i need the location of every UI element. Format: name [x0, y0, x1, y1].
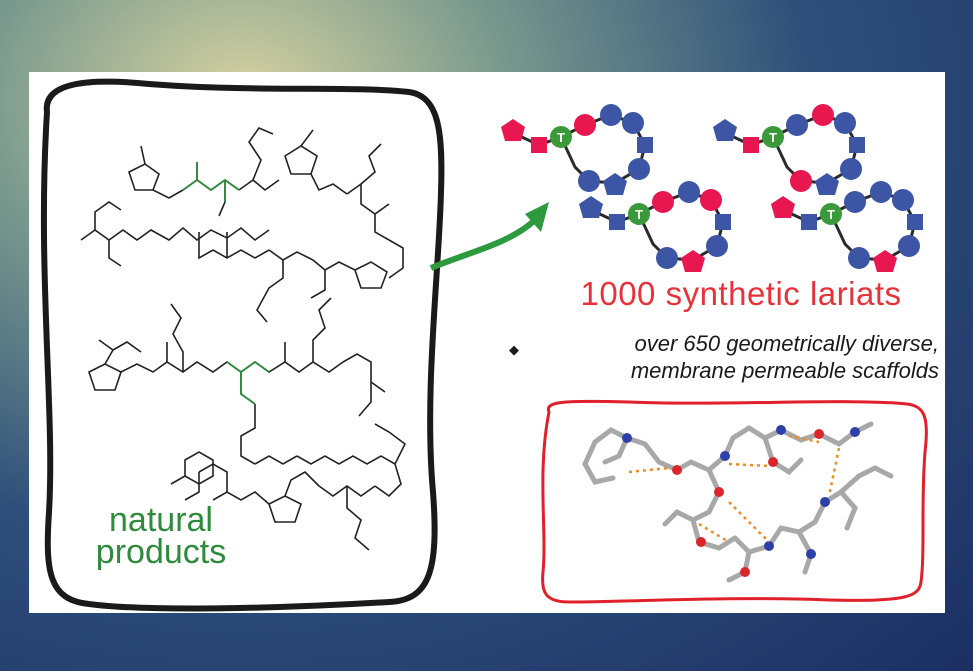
natural-product-structure-1	[80, 127, 404, 323]
square-node	[637, 137, 653, 153]
square-node	[531, 137, 547, 153]
figure-svg	[40, 78, 653, 612]
bullet-line-2: membrane permeable scaffolds	[630, 358, 939, 383]
circle-node	[628, 158, 650, 180]
pentagon-node	[603, 173, 627, 195]
natural-products-line1: natural	[109, 501, 213, 539]
circle-node	[578, 170, 600, 192]
circle-node	[622, 112, 644, 134]
pentagon-node	[501, 119, 525, 141]
scaffold-bullet: ◆ over 650 geometrically diverse, membra…	[509, 330, 939, 384]
natural-product-structure-2-green	[226, 360, 270, 405]
natural-products-label: natural products	[91, 501, 231, 571]
lariat-glyph	[501, 104, 653, 195]
natural-products-line2: products	[95, 533, 227, 571]
bullet-diamond-icon: ◆	[509, 342, 519, 357]
natural-products-outline	[40, 78, 445, 612]
turn-node	[550, 126, 572, 148]
green-arrowhead-icon	[525, 202, 549, 232]
lariats-title: 1000 synthetic lariats	[580, 275, 902, 312]
bullet-line-1: over 650 geometrically diverse,	[634, 331, 939, 356]
circle-node	[574, 114, 596, 136]
figure-panel: T T T T	[29, 72, 945, 613]
circle-node	[600, 104, 622, 126]
natural-product-structure-1-green	[182, 162, 240, 202]
green-arrow-icon	[429, 217, 538, 271]
